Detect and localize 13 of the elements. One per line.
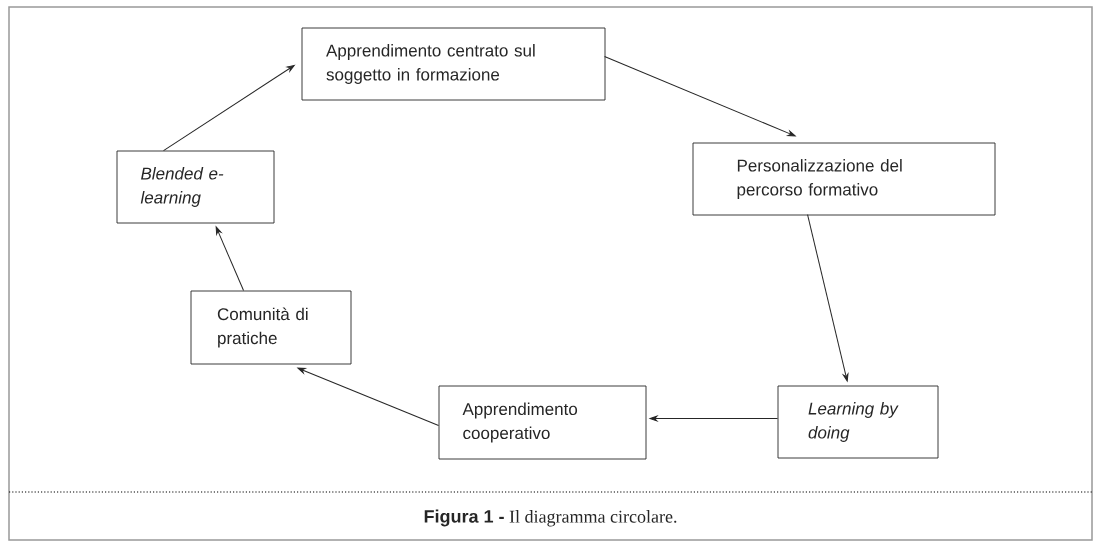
text-box: Comunità di pratiche (190, 290, 352, 365)
arrow (215, 226, 245, 292)
arrow (604, 56, 796, 137)
arrow (807, 214, 849, 382)
text-box: Apprendimento cooperativo (438, 385, 647, 460)
text-box: Blended e-learning (116, 150, 275, 224)
arrow (649, 415, 779, 422)
text-box: Apprendimento centrato sul soggetto in formazione (301, 27, 606, 101)
text-box: Personalizzazione del percorso formativo (692, 142, 996, 216)
arrow (297, 367, 440, 427)
arrow (163, 64, 295, 152)
figure-caption: Figura 1 - Il diagramma circolare. (424, 509, 677, 527)
text-box: Learning by doing (777, 385, 939, 459)
